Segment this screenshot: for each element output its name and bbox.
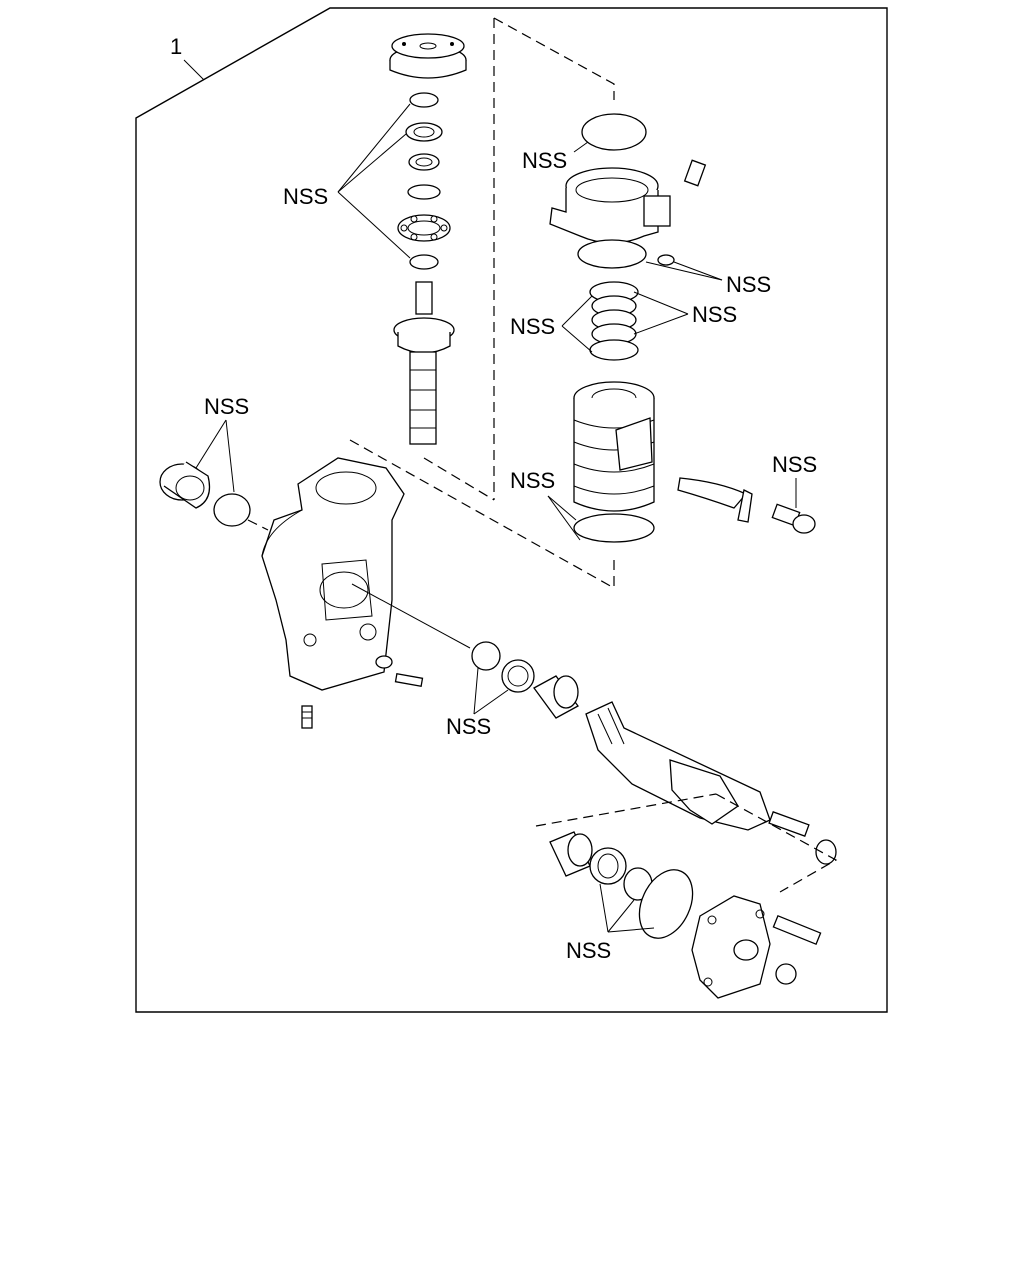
nss-leaders-housing-seals xyxy=(645,261,723,281)
lower-group-boundary xyxy=(535,793,838,893)
ball-bearing xyxy=(397,214,451,242)
needle-bearing-lower xyxy=(549,831,593,877)
gear-housing xyxy=(261,457,405,691)
o-ring-top xyxy=(409,92,439,108)
cover-bolt xyxy=(772,914,822,946)
assembly-frame xyxy=(135,7,888,1013)
input-shaft xyxy=(393,281,455,445)
nss-label-sector-seals: NSS xyxy=(446,714,491,739)
cover-nut xyxy=(775,963,797,985)
cover-o-ring xyxy=(638,869,694,939)
side-seal-ring xyxy=(213,493,251,527)
bearing-race xyxy=(408,153,440,171)
sector-seal-2 xyxy=(501,659,535,693)
sector-seal-1 xyxy=(471,641,501,671)
nss-label-housing-seals: NSS xyxy=(726,272,771,297)
valve-housing xyxy=(549,159,707,244)
large-o-ring xyxy=(581,113,647,151)
nss-label-piston-rings-left: NSS xyxy=(510,314,555,339)
callout-leader-1 xyxy=(183,59,205,81)
small-o-ring xyxy=(657,254,675,266)
nss-label-piston-rings-right: NSS xyxy=(692,302,737,327)
lock-nut xyxy=(815,839,837,865)
needle-bearing-upper xyxy=(533,675,579,719)
nss-label-cover-seals: NSS xyxy=(566,938,611,963)
nss-label-guide-bolt: NSS xyxy=(772,452,817,477)
piston-seal-rings xyxy=(589,281,639,361)
nss-label-top-bearings: NSS xyxy=(283,184,328,209)
piston-ring-lower xyxy=(573,513,655,543)
rack-piston xyxy=(573,381,655,512)
sector-shaft xyxy=(585,701,771,831)
guide-clamp-bolt xyxy=(771,503,816,534)
nss-label-large-o-ring: NSS xyxy=(522,148,567,173)
side-cover xyxy=(691,895,771,999)
nss-leaders-piston-rings xyxy=(561,291,689,353)
housing-bolt xyxy=(394,673,424,687)
housing-o-ring xyxy=(577,239,647,269)
nss-label-side-seals: NSS xyxy=(204,394,249,419)
nss-label-piston-ring-lower: NSS xyxy=(510,468,555,493)
valve-column-boundary xyxy=(423,17,615,501)
o-ring-bottom xyxy=(409,254,439,270)
top-cap xyxy=(389,33,467,79)
seal-ring xyxy=(405,122,443,142)
cover-seal-1 xyxy=(589,847,627,885)
adjust-screw xyxy=(768,811,810,837)
housing-to-column-line xyxy=(349,439,615,589)
nss-leaders-top-bearings xyxy=(337,103,411,259)
side-cover-seal xyxy=(159,461,211,509)
plug-screw xyxy=(301,705,313,729)
thrust-washer xyxy=(407,184,441,200)
ball-guide xyxy=(677,477,753,523)
callout-number-1: 1 xyxy=(170,34,182,59)
